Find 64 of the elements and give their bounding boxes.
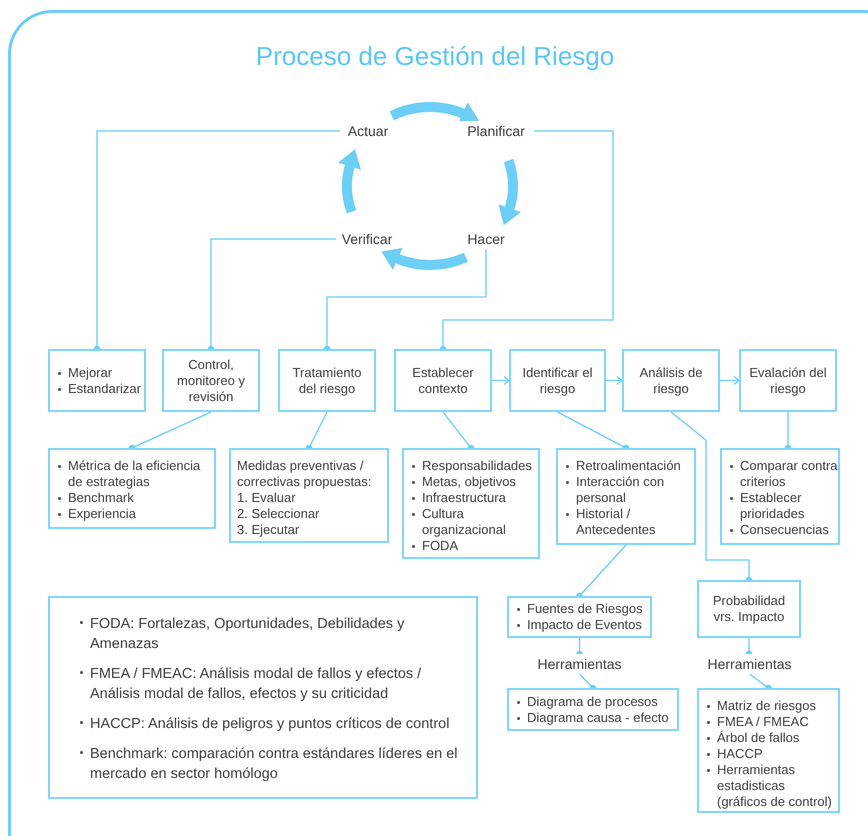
list-item: Historial / Antecedentes [576, 506, 657, 538]
arrow [720, 376, 740, 386]
list-item: Responsabilidades [422, 458, 532, 474]
box-text: Evalación del riesgo [748, 364, 828, 396]
cycle-arrow [380, 247, 468, 270]
box-text: Identificar el riesgo [521, 364, 594, 396]
arrow [606, 376, 623, 386]
process-box [720, 448, 840, 545]
list-item: Diagrama de procesos [527, 694, 658, 710]
list-item: Diagrama causa - efecto [527, 710, 669, 726]
list-item: Infraestructura [422, 490, 506, 506]
box-text: 2. Seleccionar [237, 506, 320, 522]
list-item: FMEA / FMEAC: Análisis modal de fallos y efectos / Análisis modal de fallos, efectos y su criticidad [90, 665, 422, 704]
list-item: HACCP [717, 746, 763, 762]
box-text: 3. Ejecutar [237, 522, 300, 538]
list-item: Experiencia [68, 506, 136, 522]
process-box [739, 349, 837, 412]
process-box [622, 349, 720, 412]
box-text: Medidas preventivas / correctivas propuestas: [237, 458, 372, 490]
list-item: Herramientas estadisticas (gráficos de control) [717, 762, 833, 810]
diagram-title: Proceso de Gestión del Riesgo [254, 40, 616, 72]
list-item: Impacto de Eventos [527, 617, 642, 633]
list-item: FODA: Fortalezas, Oportunidades, Debilidades y Amenazas [90, 615, 406, 654]
list-item: Árbol de fallos [717, 730, 800, 746]
list-item: HACCP: Análisis de peligros y puntos críticos de control [90, 715, 450, 734]
list-item: Establecer prioridades [740, 490, 806, 522]
cycle-arrow [338, 148, 362, 214]
list-item: Consecuencias [740, 522, 829, 538]
process-box [402, 448, 540, 559]
box-text: Tratamiento del riesgo [292, 364, 362, 396]
list-item: FODA [422, 538, 458, 554]
process-box [278, 349, 376, 412]
box-text: Probabilidad vrs. Impacto [712, 593, 786, 625]
list-item: Metas, objetivos [422, 474, 516, 490]
process-box [229, 448, 389, 543]
list-item: Retroalimentación [576, 458, 681, 474]
process-box [394, 349, 492, 412]
box-text: Control, monitoreo y revisión [176, 356, 246, 404]
cycle-arrow [498, 159, 522, 226]
list-item: Benchmark: comparación contra estándares líderes en el mercado en sector homólogo [90, 745, 459, 784]
box-text: Establecer contexto [411, 364, 475, 396]
process-box [509, 349, 606, 412]
process-box [697, 580, 801, 638]
arrow [492, 376, 510, 386]
process-box [697, 688, 840, 813]
list-item: FMEA / FMEAC [717, 714, 809, 730]
list-item: Cultura organizacional [422, 506, 507, 538]
list-item: Matriz de riesgos [717, 698, 816, 714]
process-box [48, 596, 478, 799]
box-text: Análisis de riesgo [638, 364, 704, 396]
process-box [48, 448, 216, 529]
list-item: Comparar contra criterios [740, 458, 838, 490]
box-text: 1. Evaluar [237, 490, 297, 506]
process-box [556, 448, 696, 545]
process-box [48, 349, 146, 412]
list-item: Métrica de la eficiencia de estrategias [68, 458, 202, 490]
process-box [507, 688, 679, 731]
list-item: Fuentes de Riesgos [527, 601, 643, 617]
list-item: Estandarizar [68, 380, 141, 396]
process-box [162, 349, 260, 412]
process-box [507, 596, 652, 638]
list-item: Mejorar [68, 364, 112, 380]
list-item: Benchmark [68, 490, 134, 506]
list-item: Interacción con personal [576, 474, 666, 506]
